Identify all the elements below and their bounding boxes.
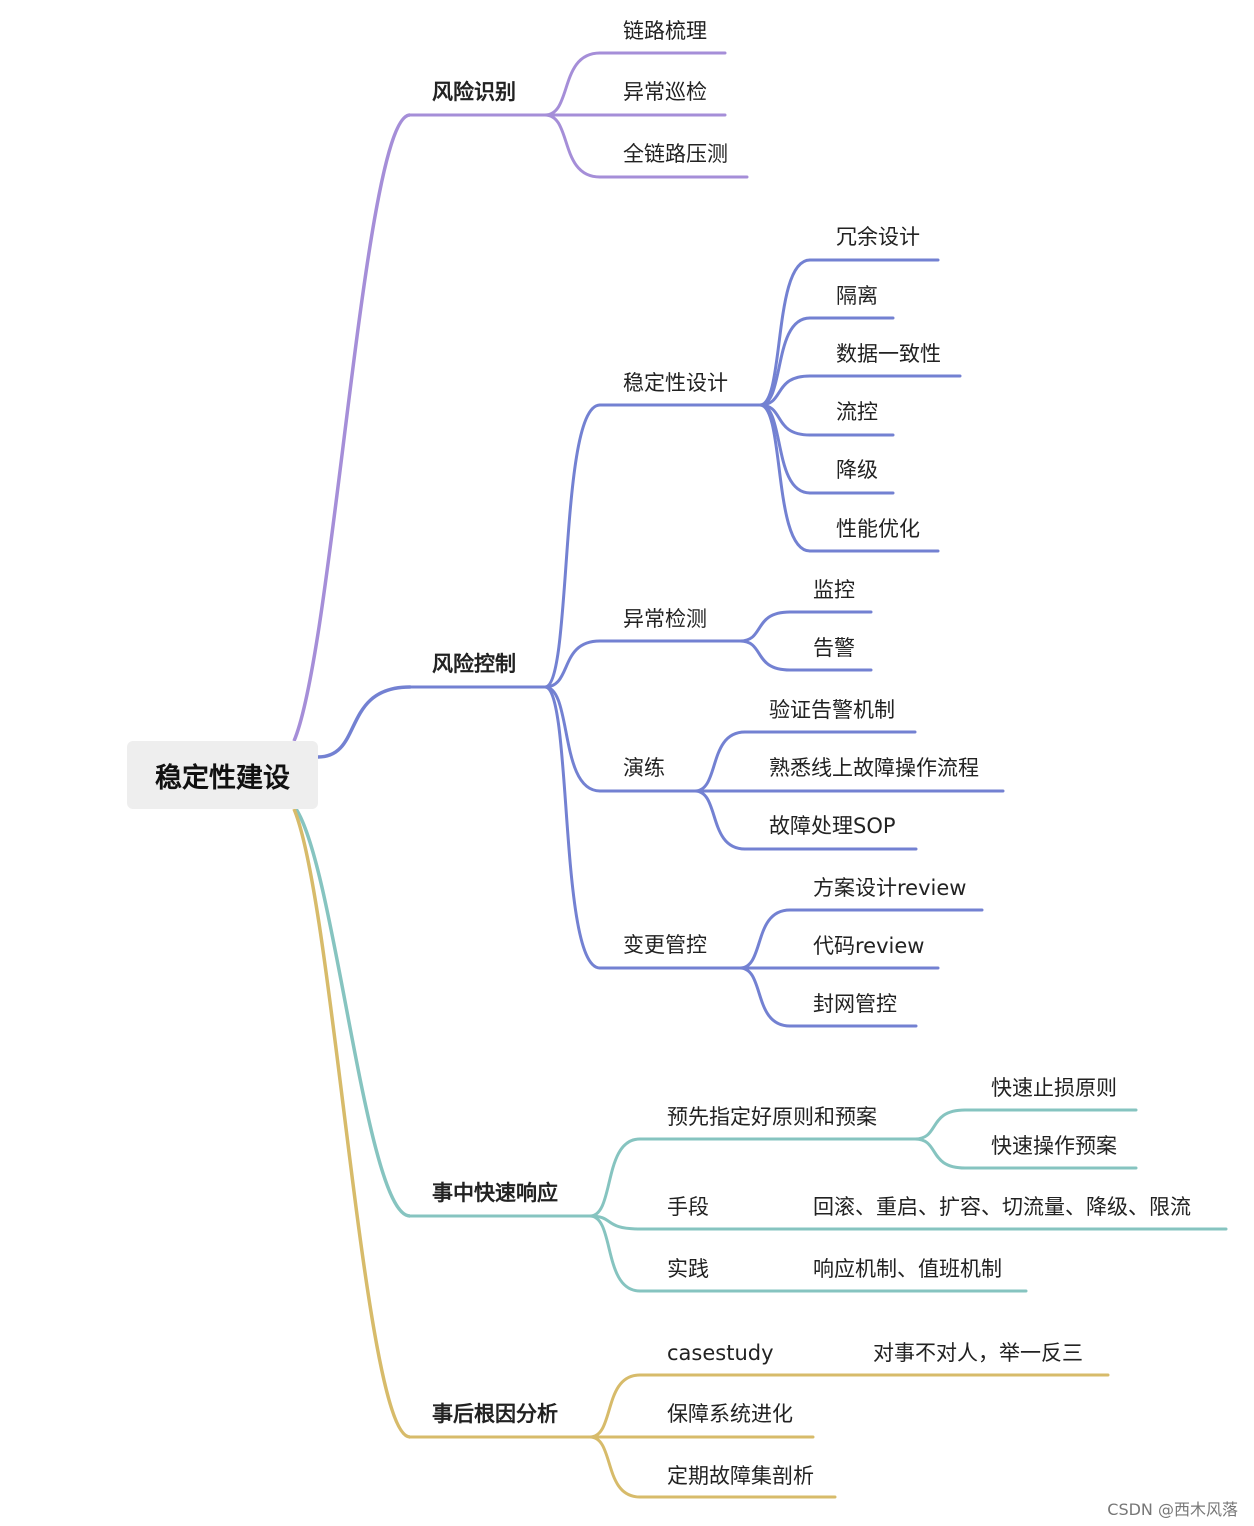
trunk-postmortem (292, 808, 411, 1439)
topic-drill[interactable]: 演练 (623, 756, 665, 780)
leaf-response-duty[interactable]: 响应机制、值班机制 (813, 1257, 1002, 1281)
leaf-alerting[interactable]: 告警 (813, 636, 855, 660)
connector-stability-1 (758, 316, 812, 407)
connector-risk-control-3 (543, 685, 602, 970)
leaf-fast-ops-plan[interactable]: 快速操作预案 (991, 1134, 1117, 1158)
connector-risk-control-2 (543, 685, 602, 793)
connector-principles-0 (913, 1108, 967, 1141)
connector-stability-2 (758, 374, 812, 407)
leaf-degradation[interactable]: 降级 (836, 458, 878, 482)
trunk-risk-control (316, 685, 412, 759)
connector-stability-0 (758, 258, 812, 407)
topic-stability-design[interactable]: 稳定性设计 (623, 371, 728, 395)
leaf-code-review[interactable]: 代码review (813, 934, 925, 958)
topic-link-review[interactable]: 链路梳理 (623, 19, 707, 43)
connector-stability-5 (758, 403, 812, 553)
trunk-risk-identify (292, 113, 411, 742)
leaf-performance-optimization[interactable]: 性能优化 (836, 517, 920, 541)
branch-risk-identify[interactable]: 风险识别 (432, 80, 516, 104)
leaf-fast-loss-stop[interactable]: 快速止损原则 (991, 1076, 1117, 1100)
branch-postmortem[interactable]: 事后根因分析 (432, 1402, 558, 1426)
leaf-monitoring[interactable]: 监控 (813, 578, 855, 602)
leaf-data-consistency[interactable]: 数据一致性 (836, 342, 941, 366)
leaf-flow-control[interactable]: 流控 (836, 400, 878, 424)
branch-risk-control[interactable]: 风险控制 (432, 652, 516, 676)
leaf-isolation[interactable]: 隔离 (836, 284, 878, 308)
connector-postmortem-0 (588, 1373, 642, 1439)
leaf-verify-alert-mechanism[interactable]: 验证告警机制 (769, 698, 895, 722)
connector-detection-0 (738, 610, 792, 643)
topic-practice[interactable]: 实践 (667, 1257, 709, 1281)
topic-predefined-principles[interactable]: 预先指定好原则和预案 (667, 1105, 877, 1129)
leaf-means-list[interactable]: 回滚、重启、扩容、切流量、降级、限流 (813, 1195, 1191, 1219)
connector-stability-4 (758, 403, 812, 495)
leaf-familiar-failure-ops[interactable]: 熟悉线上故障操作流程 (769, 756, 979, 780)
topic-failure-set-analysis[interactable]: 定期故障集剖析 (667, 1464, 814, 1488)
connector-drill-0 (693, 730, 747, 793)
connector-risk-control-1 (543, 639, 602, 689)
connector-detection-1 (738, 639, 792, 672)
connector-risk-identify-0 (543, 51, 602, 117)
watermark: CSDN @西木风落 (1107, 1500, 1238, 1519)
connector-response-2 (588, 1214, 642, 1293)
topic-means[interactable]: 手段 (667, 1195, 709, 1219)
topic-full-link-stress-test[interactable]: 全链路压测 (623, 142, 728, 166)
root-node[interactable]: 稳定性建设 (127, 741, 318, 809)
branch-incident-response[interactable]: 事中快速响应 (432, 1181, 558, 1205)
topic-anomaly-detection[interactable]: 异常检测 (623, 607, 707, 631)
leaf-change-freeze[interactable]: 封网管控 (813, 992, 897, 1016)
topic-system-evolution[interactable]: 保障系统进化 (667, 1402, 793, 1426)
connector-risk-control-0 (543, 403, 602, 689)
trunk-incident-response (294, 808, 411, 1218)
leaf-design-review[interactable]: 方案设计review (813, 876, 967, 900)
connector-change-2 (738, 966, 792, 1028)
leaf-failure-handling-sop[interactable]: 故障处理SOP (769, 814, 896, 838)
connector-response-0 (588, 1137, 642, 1218)
connector-change-0 (738, 908, 792, 970)
topic-anomaly-inspection[interactable]: 异常巡检 (623, 80, 707, 104)
leaf-blameless[interactable]: 对事不对人，举一反三 (873, 1341, 1083, 1365)
connector-risk-identify-2 (543, 113, 602, 179)
connector-postmortem-2 (588, 1435, 642, 1499)
connector-principles-1 (913, 1137, 967, 1170)
topic-casestudy[interactable]: casestudy (667, 1341, 774, 1365)
connector-drill-2 (693, 789, 747, 851)
topic-change-control[interactable]: 变更管控 (623, 933, 707, 957)
leaf-redundancy-design[interactable]: 冗余设计 (836, 225, 920, 249)
